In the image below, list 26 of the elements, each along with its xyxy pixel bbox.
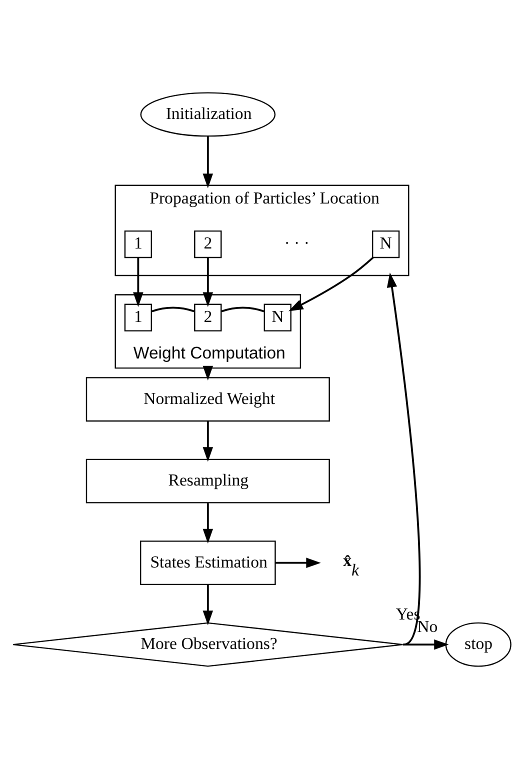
- node-box: Normalized Weight: [86, 376, 330, 422]
- arrow: [202, 420, 214, 462]
- arrow: [288, 256, 374, 311]
- connector: [221, 306, 264, 312]
- node-box: 2: [194, 303, 222, 331]
- node-box: Resampling: [86, 458, 330, 503]
- node-box: N: [264, 303, 292, 331]
- arrow: [386, 272, 421, 645]
- node-ellipse: Initialization: [140, 92, 276, 136]
- arrow: [402, 638, 449, 650]
- node-box: N: [372, 230, 400, 258]
- node-diamond: More Observations?: [12, 622, 404, 666]
- arrow: [133, 257, 144, 306]
- node-box: 2: [194, 230, 222, 258]
- arrow: [202, 136, 214, 188]
- connector: [152, 306, 195, 312]
- arrow: [202, 257, 214, 306]
- arrow: [202, 365, 214, 380]
- node-box: States Estimation: [140, 540, 276, 585]
- node-box: 1: [124, 303, 152, 331]
- arrow: [276, 557, 321, 568]
- node-box: 1: [124, 230, 152, 258]
- label: · · ·: [284, 233, 310, 252]
- node-ellipse: stop: [445, 622, 512, 666]
- arrow: [202, 584, 214, 625]
- arrow: [202, 502, 214, 544]
